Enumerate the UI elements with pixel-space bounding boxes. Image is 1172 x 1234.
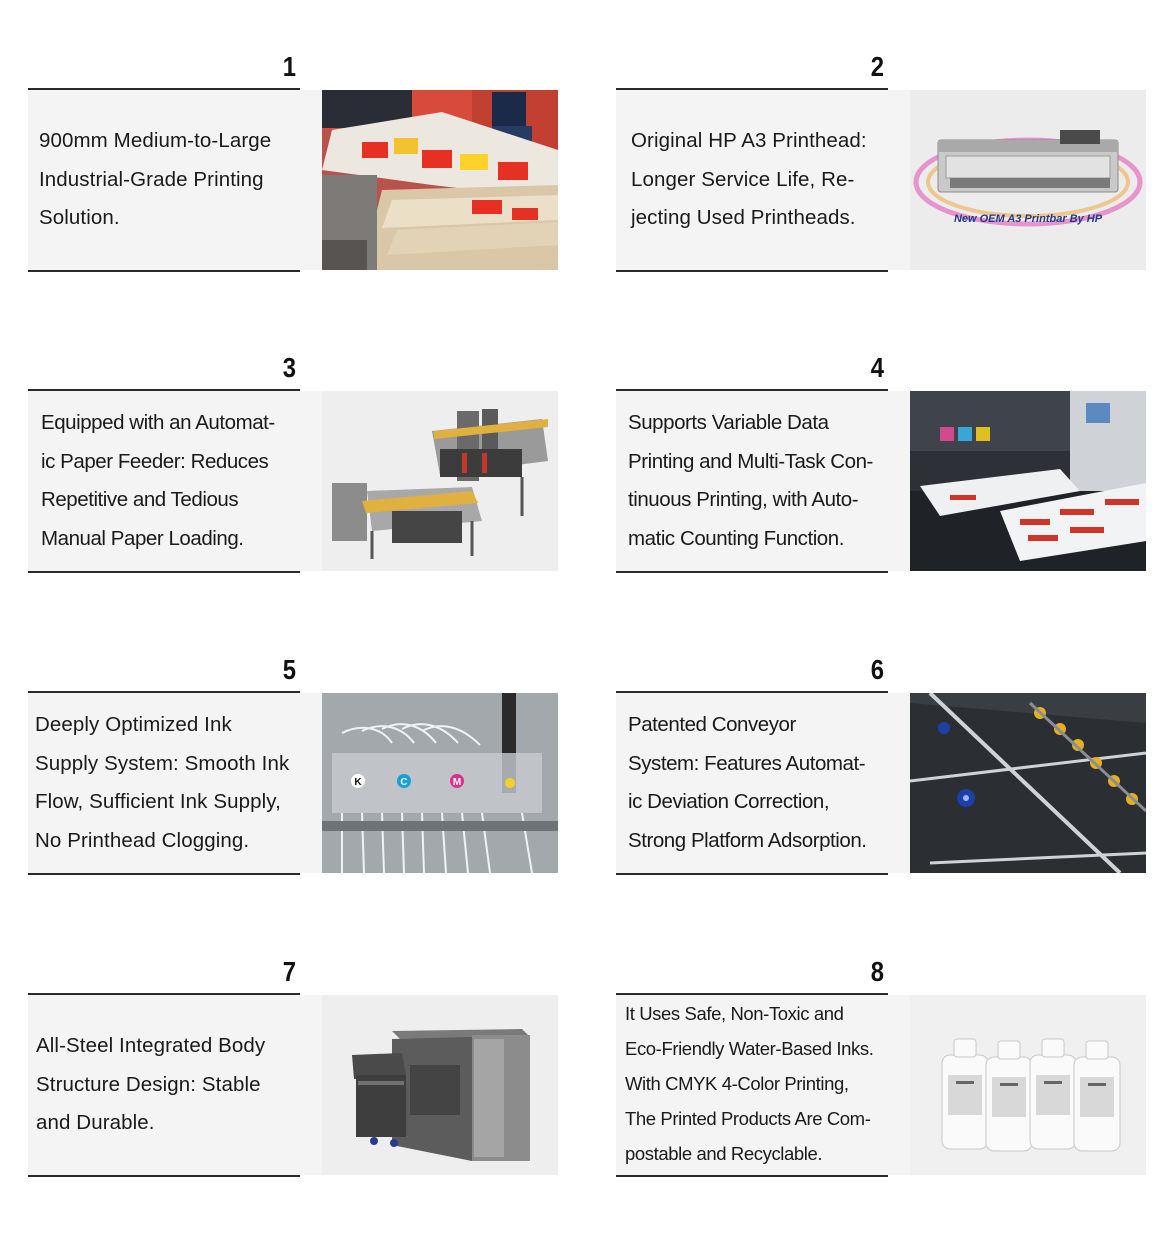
ink-bottles-photo (910, 995, 1146, 1175)
feature-number: 2 (870, 51, 884, 82)
feature-number: 8 (870, 956, 884, 987)
text-panel: It Uses Safe, Non-Toxic and Eco-Friendly… (616, 995, 910, 1175)
description-line: Printing and Multi-Task Con- (628, 449, 873, 473)
ink-label-k: K (354, 777, 362, 788)
feature-description: Supports Variable Data Printing and Mult… (628, 404, 873, 558)
feature-card-6: 6 Patented Conveyor System: Features Aut… (616, 654, 1146, 884)
description-line: postable and Recyclable. (625, 1143, 823, 1164)
top-rule (28, 389, 300, 391)
bottom-rule (28, 571, 300, 573)
text-panel: 900mm Medium-to-Large Industrial-Grade P… (28, 90, 322, 270)
description-line: Patented Conveyor (628, 713, 796, 736)
description-line: Strong Platform Adsorption. (628, 828, 867, 852)
feature-number: 4 (870, 352, 884, 383)
bottom-rule (616, 873, 888, 875)
feature-description: Patented Conveyor System: Features Autom… (628, 706, 867, 860)
description-line: All-Steel Integrated Body (36, 1034, 266, 1058)
feature-card-2: 2 Original HP A3 Printhead: Longer Servi… (616, 51, 1146, 281)
feature-number: 3 (282, 352, 296, 383)
description-line: Repetitive and Tedious (41, 488, 239, 511)
description-line: Supply System: Smooth Ink (35, 751, 290, 775)
text-panel: Patented Conveyor System: Features Autom… (616, 693, 910, 873)
description-line: It Uses Safe, Non-Toxic and (625, 1003, 844, 1024)
description-line: The Printed Products Are Com- (625, 1108, 871, 1129)
description-line: Supports Variable Data (628, 411, 829, 434)
text-panel: All-Steel Integrated Body Structure Desi… (28, 995, 322, 1175)
feature-card-3: 3 Equipped with an Automat- ic Paper Fee… (28, 352, 558, 582)
description-line: Deeply Optimized Ink (35, 713, 232, 736)
feature-card-5: 5 Deeply Optimized Ink Supply System: Sm… (28, 654, 558, 884)
feature-description: Deeply Optimized Ink Supply System: Smoo… (35, 706, 289, 860)
description-line: Longer Service Life, Re- (631, 167, 855, 191)
feature-description: Equipped with an Automat- ic Paper Feede… (41, 404, 275, 558)
text-panel: Original HP A3 Printhead: Longer Service… (616, 90, 910, 270)
feature-number: 7 (282, 956, 296, 987)
bottom-rule (28, 873, 300, 875)
top-rule (616, 691, 888, 693)
top-rule (28, 88, 300, 90)
description-line: Flow, Sufficient Ink Supply, (35, 790, 281, 813)
variable-data-printing-photo (910, 391, 1146, 571)
description-line: Original HP A3 Printhead: (631, 129, 867, 153)
top-rule (28, 691, 300, 693)
description-line: jecting Used Printheads. (631, 206, 856, 230)
description-line: and Durable. (36, 1111, 155, 1135)
printed-boxes-photo (322, 90, 558, 270)
feature-card-1: 1 900mm Medium-to-Large Industrial-Grade… (28, 51, 558, 281)
bottom-rule (28, 1175, 300, 1177)
description-line: Industrial-Grade Printing (39, 167, 264, 191)
steel-body-machine-photo (322, 995, 558, 1175)
hp-printbar-photo: New OEM A3 Printbar By HP (910, 90, 1146, 270)
ink-label-c: C (400, 777, 407, 788)
description-line: Eco-Friendly Water-Based Inks. (625, 1038, 874, 1059)
description-line: Manual Paper Loading. (41, 526, 244, 550)
bottom-rule (616, 1175, 888, 1177)
feature-card-7: 7 All-Steel Integrated Body Structure De… (28, 956, 558, 1186)
top-rule (616, 88, 888, 90)
feature-card-4: 4 Supports Variable Data Printing and Mu… (616, 352, 1146, 582)
description-line: Solution. (39, 206, 120, 230)
description-line: tinuous Printing, with Auto- (628, 488, 859, 511)
top-rule (616, 389, 888, 391)
text-panel: Supports Variable Data Printing and Mult… (616, 391, 910, 571)
bottom-rule (616, 571, 888, 573)
description-line: 900mm Medium-to-Large (39, 129, 272, 153)
feature-number: 1 (282, 51, 296, 82)
text-panel: Equipped with an Automat- ic Paper Feede… (28, 391, 322, 571)
feature-description: 900mm Medium-to-Large Industrial-Grade P… (39, 122, 271, 238)
description-line: Structure Design: Stable (36, 1072, 261, 1096)
feature-number: 5 (282, 654, 296, 685)
conveyor-system-photo (910, 693, 1146, 873)
feature-description: All-Steel Integrated Body Structure Desi… (36, 1027, 265, 1143)
text-panel: Deeply Optimized Ink Supply System: Smoo… (28, 693, 322, 873)
top-rule (28, 993, 300, 995)
description-line: matic Counting Function. (628, 526, 844, 550)
description-line: No Printhead Clogging. (35, 828, 250, 852)
description-line: With CMYK 4-Color Printing, (625, 1073, 849, 1094)
description-line: Equipped with an Automat- (41, 411, 275, 434)
feature-number: 6 (870, 654, 884, 685)
ink-supply-system-photo: K C M (322, 693, 558, 873)
top-rule (616, 993, 888, 995)
description-line: ic Paper Feeder: Reduces (41, 449, 269, 473)
feature-card-8: 8 It Uses Safe, Non-Toxic and Eco-Friend… (616, 956, 1146, 1186)
ink-label-m: M (453, 777, 461, 788)
feature-description: Original HP A3 Printhead: Longer Service… (631, 122, 867, 238)
description-line: ic Deviation Correction, (628, 790, 830, 813)
bottom-rule (28, 270, 300, 272)
bottom-rule (616, 270, 888, 272)
paper-feeder-machine-photo (322, 391, 558, 571)
printbar-caption: New OEM A3 Printbar By HP (954, 213, 1103, 225)
description-line: System: Features Automat- (628, 751, 866, 775)
feature-description: It Uses Safe, Non-Toxic and Eco-Friendly… (625, 996, 874, 1171)
